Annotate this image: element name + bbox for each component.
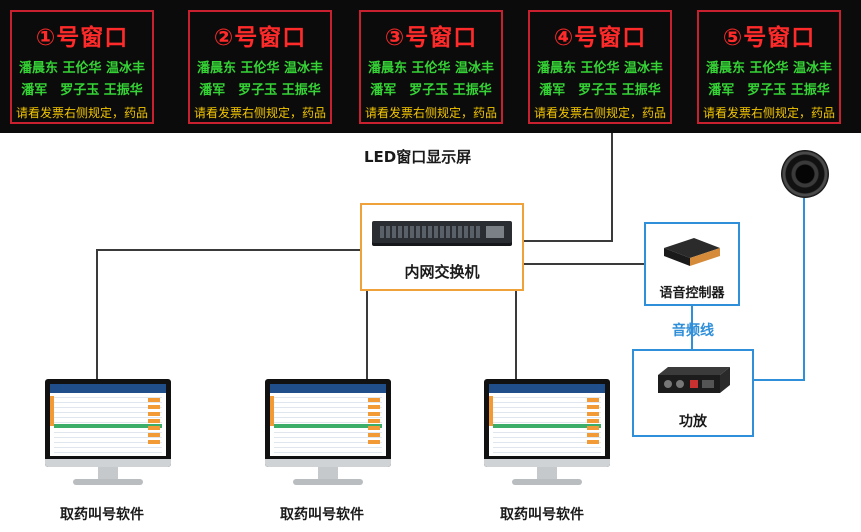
network-switch-icon <box>372 221 512 243</box>
monitor-icon <box>265 379 391 467</box>
monitor-icon <box>484 379 610 467</box>
led-window-panel-1: ①号窗口 潘晨东 王伦华 温冰丰 潘军 罗子玉 王振华 请看发票右侧规定，药品 <box>10 10 154 124</box>
led-window-panel-5: ⑤号窗口 潘晨东 王伦华 温冰丰 潘军 罗子玉 王振华 请看发票右侧规定，药品 <box>697 10 841 124</box>
patient-names-row-2: 潘军 罗子玉 王振华 <box>370 83 492 98</box>
audio-cable-label: 音频线 <box>672 323 714 339</box>
call-software-monitor-2 <box>265 379 391 497</box>
window-title: ③号窗口 <box>384 25 478 51</box>
window-title: ②号窗口 <box>213 25 307 51</box>
led-display-label: LED窗口显示屏 <box>364 148 472 166</box>
led-display-screen: ①号窗口 潘晨东 王伦华 温冰丰 潘军 罗子玉 王振华 请看发票右侧规定，药品 … <box>0 0 861 133</box>
amplifier-label: 功放 <box>679 414 707 430</box>
notice-text: 请看发票右侧规定，药品 <box>15 106 148 120</box>
patient-names-row-1: 潘晨东 王伦华 温冰丰 <box>18 61 146 76</box>
notice-text: 请看发票右侧规定，药品 <box>193 106 326 120</box>
patient-names-row-1: 潘晨东 王伦华 温冰丰 <box>196 61 324 76</box>
terminal-label-1: 取药叫号软件 <box>60 507 144 523</box>
patient-names-row-1: 潘晨东 王伦华 温冰丰 <box>705 61 833 76</box>
led-window-panel-4: ④号窗口 潘晨东 王伦华 温冰丰 潘军 罗子玉 王振华 请看发票右侧规定，药品 <box>528 10 672 124</box>
voice-controller-icon <box>664 238 720 266</box>
wire-amplifier-to-speaker <box>754 198 805 381</box>
amplifier-icon <box>658 367 730 393</box>
wire-led-to-switch <box>524 133 613 242</box>
patient-names-row-1: 潘晨东 王伦华 温冰丰 <box>367 61 495 76</box>
led-window-panel-2: ②号窗口 潘晨东 王伦华 温冰丰 潘军 罗子玉 王振华 请看发票右侧规定，药品 <box>188 10 332 124</box>
intranet-switch-node: 内网交换机 <box>360 203 524 291</box>
wire-switch-to-terminal-1 <box>96 249 360 380</box>
monitor-icon <box>45 379 171 467</box>
amplifier-node: 功放 <box>632 349 754 437</box>
terminal-label-2: 取药叫号软件 <box>280 507 364 523</box>
patient-names-row-2: 潘军 罗子玉 王振华 <box>539 83 661 98</box>
patient-names-row-2: 潘军 罗子玉 王振华 <box>199 83 321 98</box>
call-software-monitor-1 <box>45 379 171 497</box>
window-title: ①号窗口 <box>35 25 129 51</box>
speaker-icon <box>781 150 829 198</box>
patient-names-row-1: 潘晨东 王伦华 温冰丰 <box>536 61 664 76</box>
patient-names-row-2: 潘军 罗子玉 王振华 <box>708 83 830 98</box>
patient-names-row-2: 潘军 罗子玉 王振华 <box>21 83 143 98</box>
notice-text: 请看发票右侧规定，药品 <box>364 106 497 120</box>
notice-text: 请看发票右侧规定，药品 <box>702 106 835 120</box>
notice-text: 请看发票右侧规定，药品 <box>533 106 666 120</box>
voice-controller-node: 语音控制器 <box>644 222 740 306</box>
call-software-monitor-3 <box>484 379 610 497</box>
led-window-panel-3: ③号窗口 潘晨东 王伦华 温冰丰 潘军 罗子玉 王振华 请看发票右侧规定，药品 <box>359 10 503 124</box>
voice-controller-label: 语音控制器 <box>659 286 725 301</box>
window-title: ⑤号窗口 <box>722 25 816 51</box>
switch-label: 内网交换机 <box>404 263 480 281</box>
window-title: ④号窗口 <box>553 25 647 51</box>
terminal-label-3: 取药叫号软件 <box>500 507 584 523</box>
